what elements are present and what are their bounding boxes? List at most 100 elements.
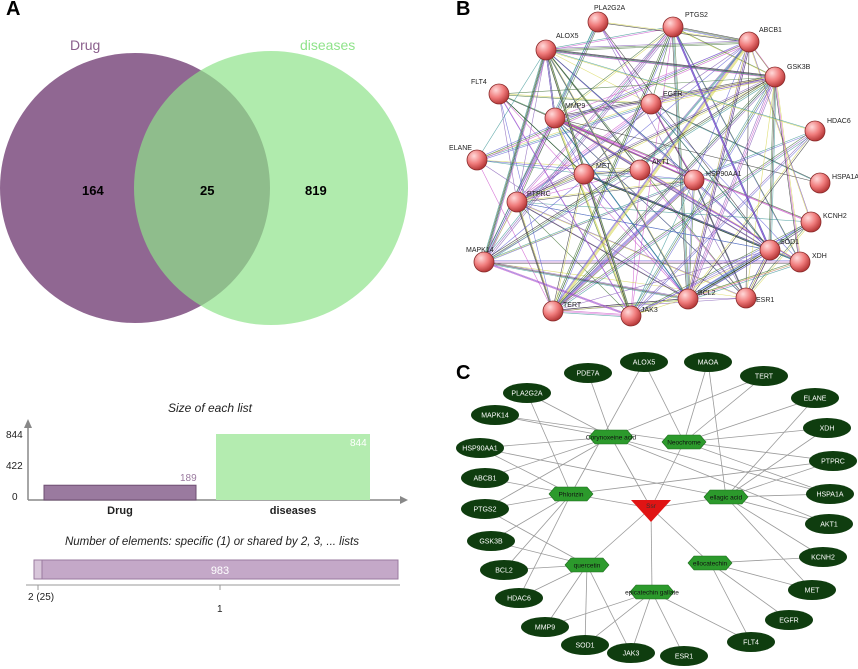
string-node-abcb1[interactable]: ABCB1: [738, 27, 782, 53]
string-node-ptprc[interactable]: PTPRC: [506, 191, 551, 213]
venn-label-drug: Drug: [70, 37, 100, 53]
target-node-ptprc[interactable]: PTPRC: [809, 451, 857, 471]
string-edge: [631, 222, 812, 317]
target-node-abcb1[interactable]: ABCB1: [461, 468, 509, 488]
string-edge: [552, 173, 584, 311]
string-node-ball: [764, 66, 786, 88]
cpt-edge: [479, 447, 727, 498]
string-node-label: MAPK14: [466, 247, 494, 254]
target-node-shape: [684, 352, 732, 372]
string-edge: [476, 103, 652, 161]
compound-node-c5[interactable]: quercetin: [564, 557, 610, 573]
target-node-akt1[interactable]: AKT1: [805, 514, 853, 534]
string-node-tert[interactable]: TERT: [542, 300, 582, 322]
string-edge: [687, 249, 771, 300]
string-node-ball: [677, 288, 699, 310]
compound-node-c4[interactable]: ellagic acid: [703, 489, 749, 505]
string-edge: [515, 102, 650, 202]
center-herb-node[interactable]: Ssr: [631, 500, 671, 522]
string-node-sod1[interactable]: SOD1: [759, 239, 799, 261]
target-node-esr1[interactable]: ESR1: [660, 646, 708, 666]
string-node-met[interactable]: MET: [573, 163, 612, 185]
compound-node-c3[interactable]: Phlorizin: [548, 486, 594, 502]
string-node-pla2g2a[interactable]: PLA2G2A: [587, 5, 625, 33]
string-edge: [630, 169, 641, 317]
compound-node-c7[interactable]: epicatechin gallate: [625, 584, 679, 600]
target-node-mapk14[interactable]: MAPK14: [471, 405, 519, 425]
target-node-label: MAPK14: [481, 413, 509, 420]
string-node-ball: [573, 163, 595, 185]
target-node-kcnh2[interactable]: KCNH2: [799, 547, 847, 567]
string-node-gsk3b[interactable]: GSK3B: [764, 64, 811, 88]
string-node-egfr[interactable]: EGFR: [640, 91, 682, 115]
bar-diseases-label: diseases: [270, 505, 316, 517]
target-node-pla2g2a[interactable]: PLA2G2A: [503, 383, 551, 403]
compound-node-c2[interactable]: Neochrome: [661, 434, 707, 450]
target-node-shape: [503, 383, 551, 403]
cpt-edge: [630, 591, 653, 654]
string-node-hdac6[interactable]: HDAC6: [804, 118, 851, 142]
target-node-mmp9[interactable]: MMP9: [521, 617, 569, 637]
target-node-label: MAOA: [698, 360, 719, 367]
target-node-jak3[interactable]: JAK3: [607, 643, 655, 663]
string-edge: [545, 49, 652, 105]
string-node-alox5[interactable]: ALOX5: [535, 33, 579, 61]
target-node-xdh[interactable]: XDH: [803, 418, 851, 438]
string-edge: [554, 117, 585, 175]
string-node-ptgs2[interactable]: PTGS2: [662, 12, 708, 38]
target-node-maoa[interactable]: MAOA: [684, 352, 732, 372]
target-node-ptgs2[interactable]: PTGS2: [461, 499, 509, 519]
string-node-label: ABCB1: [759, 27, 782, 34]
cpt-edge: [643, 361, 685, 443]
string-node-jak3[interactable]: JAK3: [620, 305, 658, 327]
string-node-hsp90aa1[interactable]: HSP90AA1: [683, 169, 742, 191]
cpt-edge: [484, 436, 612, 479]
string-node-mmp9[interactable]: MMP9: [544, 103, 585, 129]
target-node-alox5[interactable]: ALOX5: [620, 352, 668, 372]
target-node-pde7a[interactable]: PDE7A: [564, 363, 612, 383]
cpt-edge: [610, 375, 765, 438]
string-node-akt1[interactable]: AKT1: [629, 159, 670, 181]
target-node-hsp90aa1[interactable]: HSP90AA1: [456, 438, 504, 458]
target-node-tert[interactable]: TERT: [740, 366, 788, 386]
target-node-gsk3b[interactable]: GSK3B: [467, 531, 515, 551]
string-edge: [693, 179, 746, 298]
string-node-elane[interactable]: ELANE: [449, 145, 488, 171]
string-node-bcl2[interactable]: BCL2: [677, 288, 716, 310]
target-node-elane[interactable]: ELANE: [791, 388, 839, 408]
center-node-label: Ssr: [646, 503, 657, 510]
cpt-edge: [544, 564, 588, 628]
target-node-bcl2[interactable]: BCL2: [480, 560, 528, 580]
string-edge: [518, 104, 653, 204]
string-node-ball: [738, 31, 760, 53]
target-node-met[interactable]: MET: [788, 580, 836, 600]
string-edge: [476, 41, 750, 161]
string-node-esr1[interactable]: ESR1: [735, 287, 774, 309]
string-node-hspa1a[interactable]: HSPA1A: [809, 172, 858, 194]
target-node-label: SOD1: [575, 643, 594, 650]
string-node-label: PLA2G2A: [594, 5, 625, 12]
cpt-edge-center: [650, 507, 653, 593]
string-edge: [630, 26, 674, 317]
string-node-label: HDAC6: [827, 118, 851, 125]
target-node-flt4[interactable]: FLT4: [727, 632, 775, 652]
target-node-shape: [809, 451, 857, 471]
compound-node-c6[interactable]: ellocatechin: [687, 555, 733, 571]
target-node-egfr[interactable]: EGFR: [765, 610, 813, 630]
string-edge: [584, 174, 689, 300]
string-node-ball: [535, 39, 557, 61]
string-edge: [546, 51, 633, 318]
string-edge: [516, 201, 554, 312]
string-node-flt4[interactable]: FLT4: [471, 79, 510, 105]
target-node-sod1[interactable]: SOD1: [561, 635, 609, 655]
string-node-xdh[interactable]: XDH: [789, 251, 827, 273]
string-edge: [597, 21, 771, 251]
target-node-hdac6[interactable]: HDAC6: [495, 588, 543, 608]
string-node-mapk14[interactable]: MAPK14: [466, 247, 495, 273]
string-node-kcnh2[interactable]: KCNH2: [800, 211, 847, 233]
compound-node-c1[interactable]: Corynoxeine acid: [586, 429, 637, 445]
target-node-hspa1a[interactable]: HSPA1A: [806, 484, 854, 504]
string-edge: [516, 201, 688, 299]
string-edge: [673, 28, 772, 252]
